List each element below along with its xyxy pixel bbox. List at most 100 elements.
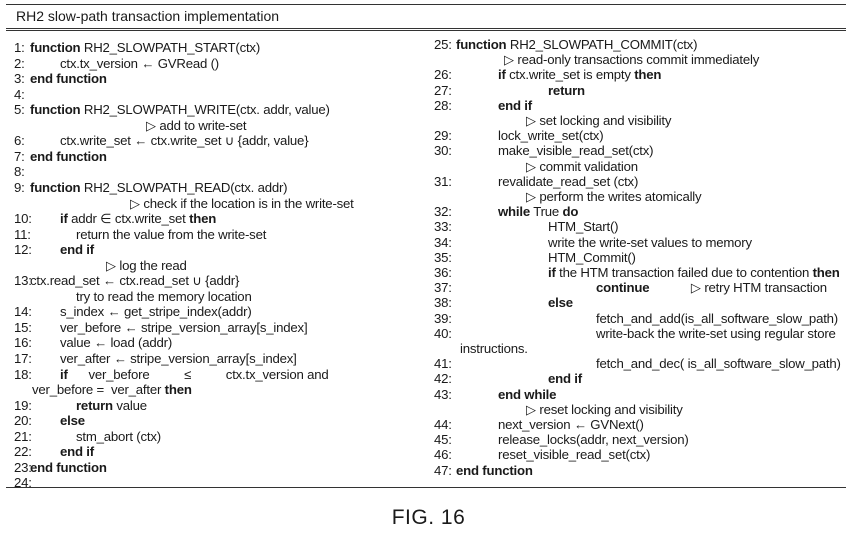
code-text: ▷ read-only transactions commit immediat… (504, 52, 760, 68)
line-number: 42: (434, 371, 452, 387)
figure-label: FIG. 16 (391, 506, 466, 529)
code-line: stm_abort (ctx) (76, 429, 161, 444)
code-text: make_visible_read_set(ctx) (498, 143, 654, 159)
code-line: return value (76, 398, 147, 413)
line-number: 26: (434, 67, 452, 83)
code-line: reset_visible_read_set(ctx) (498, 447, 650, 462)
line-number: 11: (14, 226, 31, 242)
code-line: return (548, 83, 585, 98)
code-text: ctx.read_set ← ctx.read_set ∪ {addr} (30, 273, 240, 289)
code-text: lock_write_set(ctx) (498, 128, 604, 144)
code-line: end function (30, 149, 107, 164)
code-text: stm_abort (ctx) (76, 428, 161, 444)
code-text: s_index ← get_stripe_index(addr) (60, 304, 252, 320)
line-number: 6: (14, 133, 25, 149)
code-line: ctx.read_set ← ctx.read_set ∪ {addr} (30, 273, 239, 288)
line-number: 32: (434, 204, 452, 220)
line-number: 10: (14, 211, 32, 227)
code-line: ▷ read-only transactions commit immediat… (504, 52, 759, 67)
code-line: ▷ add to write-set (146, 117, 247, 133)
line-number: 20: (14, 413, 32, 429)
code-line: fetch_and_dec( is_all_software_slow_path… (596, 356, 841, 371)
code-line: ▷ set locking and visibility (526, 113, 671, 128)
code-line: end if (548, 371, 582, 386)
code-line: end if (498, 98, 532, 113)
line-number: 44: (434, 417, 452, 432)
line-number: 40: (434, 325, 452, 341)
code-line: end if (60, 242, 94, 257)
line-number: 12: (14, 242, 32, 258)
line-number: 8: (14, 164, 25, 180)
code-text: try to read the memory location (76, 288, 252, 304)
code-line: make_visible_read_set(ctx) (498, 143, 654, 159)
line-number: 34: (434, 234, 452, 250)
code-line: if ver_before ≤ ctx.tx_version and (60, 367, 329, 382)
line-number: 43: (434, 386, 452, 402)
line-number: 13: (14, 273, 32, 289)
code-text: RH2_SLOWPATH_READ(ctx. addr) (80, 179, 288, 195)
line-number: 24: (14, 475, 32, 491)
line-number: 2: (14, 55, 25, 71)
line-number: 36: (434, 265, 452, 280)
code-text: ▷ reset locking and visibility (526, 401, 683, 417)
code-line: function RH2_SLOWPATH_START(ctx) (30, 40, 260, 55)
code-text: reset_visible_read_set(ctx) (498, 447, 651, 463)
keyword: end while (498, 386, 557, 402)
code-text: True (529, 204, 563, 220)
code-text: release_locks(addr, next_version) (498, 432, 689, 448)
code-line: ▷ check if the location is in the write-… (130, 196, 354, 211)
code-text: ▷ add to write-set (146, 117, 247, 133)
code-text: RH2_SLOWPATH_WRITE(ctx. addr, value) (80, 102, 330, 118)
line-number: 19: (14, 397, 32, 413)
code-line: if the HTM transaction failed due to con… (548, 265, 840, 280)
code-line: next_version ← GVNext() (498, 417, 644, 432)
line-number: 39: (434, 310, 452, 326)
header-rule (6, 28, 846, 31)
code-line: instructions. (460, 341, 528, 356)
code-line: end function (30, 71, 107, 86)
code-line: revalidate_read_set (ctx) (498, 174, 638, 189)
code-text: ver_before ← stripe_version_array[s_inde… (60, 319, 308, 335)
code-line: release_locks(addr, next_version) (498, 432, 689, 447)
code-line: end while (498, 387, 556, 402)
algorithm-box: RH2 slow-path transaction implementation… (6, 4, 846, 491)
line-number: 21: (14, 428, 32, 444)
keyword: end if (60, 242, 94, 258)
code-text: addr ∈ ctx.write_set (67, 211, 190, 227)
keyword: then (634, 67, 662, 83)
code-text: the HTM transaction failed due to conten… (555, 265, 813, 280)
keyword: if (60, 211, 68, 227)
line-number: 5: (14, 102, 25, 118)
algorithm-title: RH2 slow-path transaction implementation (16, 8, 280, 24)
line-number: 47: (434, 462, 452, 478)
code-line: write the write-set values to memory (548, 235, 752, 250)
code-text: write the write-set values to memory (548, 234, 752, 250)
code-line: if ctx.write_set is empty then (498, 67, 661, 82)
code-text: ctx.write_set is empty (505, 67, 635, 83)
line-number: 16: (14, 335, 32, 351)
code-text: RH2_SLOWPATH_COMMIT(ctx) (506, 37, 698, 52)
code-text: ver_after ← stripe_version_array[s_index… (60, 351, 297, 366)
code-line: end if (60, 444, 94, 459)
line-number: 9: (14, 179, 25, 195)
code-line: else (60, 413, 85, 428)
keyword: function (30, 179, 81, 195)
code-text: fetch_and_add(is_all_software_slow_path) (596, 310, 838, 326)
keyword: else (60, 413, 85, 429)
code-text: HTM_Start() (548, 219, 619, 235)
line-number: 41: (434, 356, 452, 372)
line-number: 45: (434, 432, 452, 448)
code-text: ▷ commit validation (526, 158, 638, 174)
code-line: HTM_Start() (548, 219, 619, 235)
code-line: end function (30, 460, 107, 475)
code-line: ▷ reset locking and visibility (526, 402, 683, 417)
code-line: ctx.tx_version ← GVRead () (60, 56, 219, 71)
line-number: 33: (434, 219, 452, 235)
line-number: 46: (434, 447, 452, 463)
code-line: ▷ perform the writes atomically (526, 189, 702, 204)
code-text: ver_before = ver_after (32, 382, 165, 398)
code-text: value (112, 397, 147, 413)
code-text: ▷ check if the location is in the write-… (130, 195, 354, 211)
keyword: if (498, 67, 506, 83)
keyword: return (548, 82, 585, 98)
